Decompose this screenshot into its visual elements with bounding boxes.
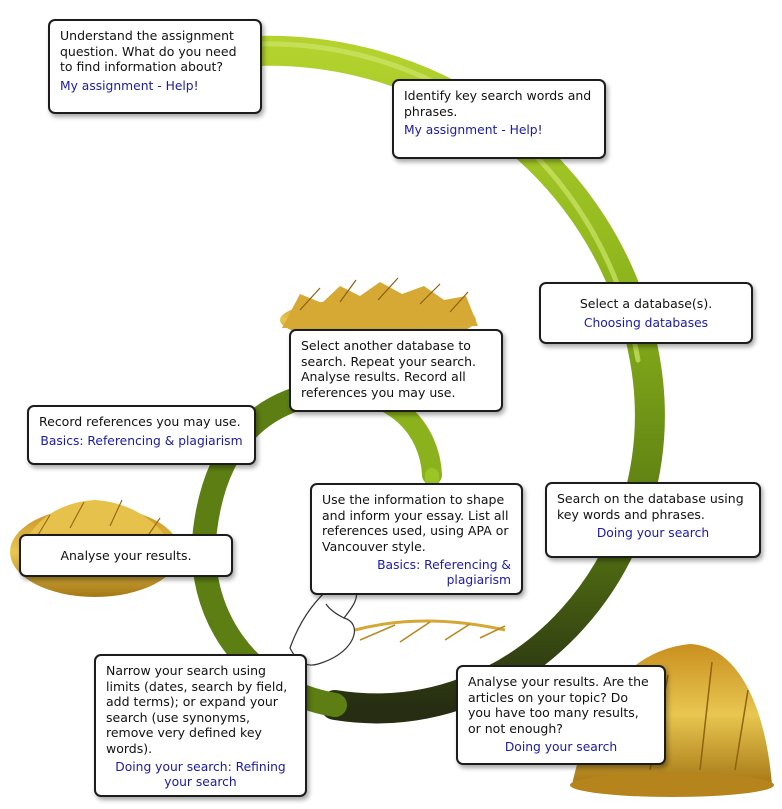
step-6-text: Narrow your search using limits (dates, … [106,663,288,756]
scattered-straw [354,619,506,643]
step-4-link[interactable]: Doing your search [596,526,710,540]
step-10-text: Use the information to shape and inform … [322,492,509,554]
step-4-box: Search on the database using key words a… [545,482,761,558]
step-1-link[interactable]: My assignment - Help! [60,78,199,93]
step-9-text: Select another database to search. Repea… [301,338,477,400]
step-9-box: Select another database to search. Repea… [289,329,503,412]
step-4-text: Search on the database using key words a… [557,491,744,522]
step-2-text: Identify key search words and phrases. [404,88,592,119]
step-10-box: Use the information to shape and inform … [310,483,523,595]
step-1-box: Understand the assignment question. What… [48,19,262,114]
step-2-link[interactable]: My assignment - Help! [404,123,543,137]
step-6-box: Narrow your search using limits (dates, … [94,654,307,797]
step-3-text: Select a database(s). [579,296,713,311]
step-5-text: Analyse your results. Are the articles o… [468,674,649,736]
step-1-text: Understand the assignment question. What… [60,28,237,74]
step-2-box: Identify key search words and phrases. M… [392,79,606,159]
step-5-box: Analyse your results. Are the articles o… [456,665,666,765]
step-7-box: Analyse your results. [19,534,233,577]
step-8-link[interactable]: Basics: Referencing & plagiarism [40,433,243,448]
step-5-link[interactable]: Doing your search [504,740,618,754]
step-7-text: Analyse your results. [60,548,192,563]
step-3-box: Select a database(s). Choosing databases [539,282,753,344]
step-8-box: Record references you may use. Basics: R… [27,405,256,465]
step-8-text: Record references you may use. [39,414,241,429]
step-10-link[interactable]: Basics: Referencing & plagiarism [377,558,511,587]
step-3-link[interactable]: Choosing databases [583,315,709,330]
step-6-link[interactable]: Doing your search: Refining your search [115,760,286,789]
